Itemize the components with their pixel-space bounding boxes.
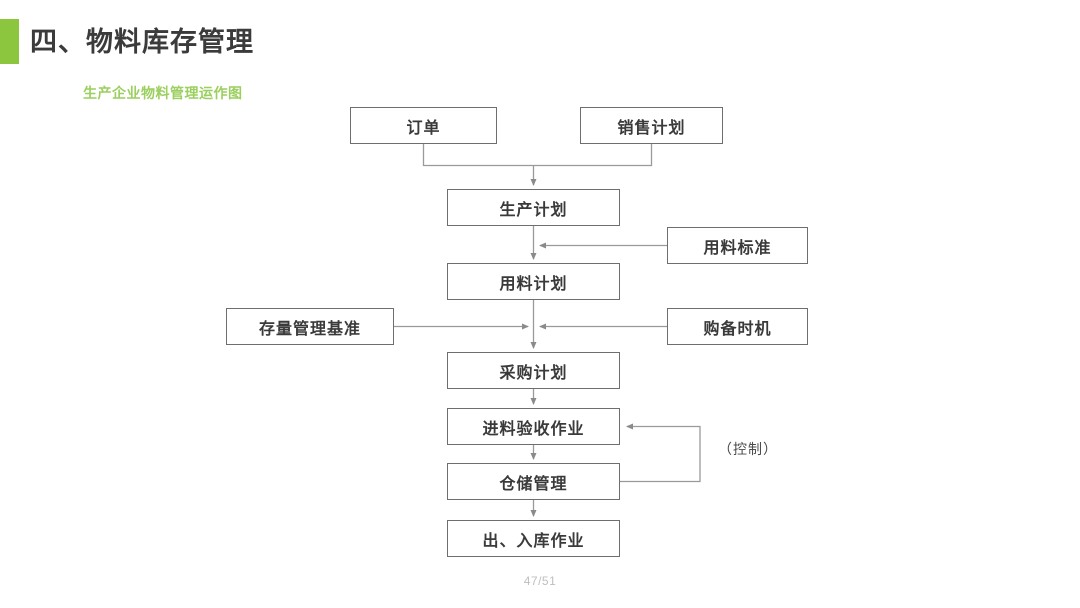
node-material-standard[interactable]: 用料标准: [667, 227, 808, 264]
node-warehouse-management[interactable]: 仓储管理: [447, 463, 620, 500]
node-material-receiving[interactable]: 进料验收作业: [447, 408, 620, 445]
node-purchase-timing[interactable]: 购备时机: [667, 308, 808, 345]
accent-bar: [0, 19, 19, 64]
page-subtitle: 生产企业物料管理运作图: [83, 85, 243, 101]
node-sales-plan[interactable]: 销售计划: [580, 107, 723, 144]
node-purchase-plan[interactable]: 采购计划: [447, 352, 620, 389]
page-title: 四、物料库存管理: [30, 27, 254, 57]
node-order[interactable]: 订单: [350, 107, 497, 144]
page-number: 47/51: [523, 574, 557, 588]
node-production-plan[interactable]: 生产计划: [447, 189, 620, 226]
node-stock-management-base[interactable]: 存量管理基准: [226, 308, 394, 345]
edge-order-sales-join: [422, 144, 653, 167]
edge-control-feedback-loop: [620, 423, 701, 483]
control-annotation-label: （控制）: [718, 441, 778, 457]
node-inbound-outbound[interactable]: 出、入库作业: [447, 520, 620, 557]
node-material-plan[interactable]: 用料计划: [447, 263, 620, 300]
